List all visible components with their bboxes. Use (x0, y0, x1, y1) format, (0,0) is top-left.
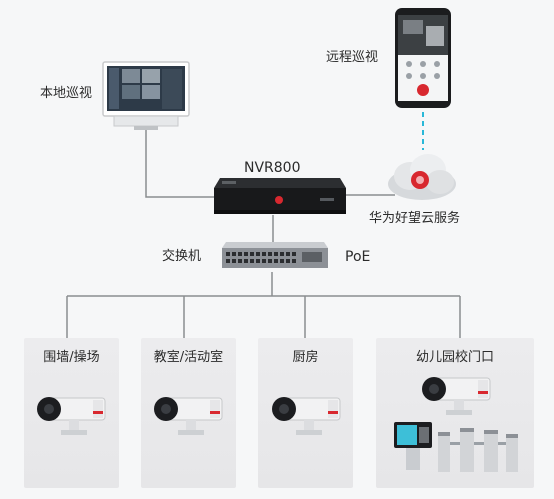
nvr-label: NVR800 (244, 160, 301, 176)
zone-title: 厨房 (292, 350, 319, 365)
zone-title: 教室/活动室 (153, 350, 224, 365)
cloud-label: 华为好望云服务 (369, 211, 461, 226)
bullet-camera-icon (154, 397, 223, 435)
access-gate-icon (394, 422, 518, 472)
smartphone-icon (395, 8, 451, 108)
bullet-camera-icon (272, 397, 341, 435)
local-patrol-label: 本地巡视 (40, 86, 93, 101)
remote-patrol-label: 远程巡视 (326, 50, 379, 65)
desktop-monitor-icon (102, 61, 190, 130)
zone-title: 幼儿园校门口 (415, 350, 494, 365)
switch-label: 交换机 (162, 249, 202, 264)
poe-label: PoE (345, 249, 371, 265)
zone-title: 围墙/操场 (43, 350, 100, 365)
network-switch-icon (222, 242, 328, 268)
cloud-service-icon (388, 154, 456, 200)
nvr-recorder-icon (214, 178, 346, 214)
bullet-camera-icon (422, 377, 491, 415)
bullet-camera-icon (37, 397, 106, 435)
monitor-nvr-line (145, 130, 214, 198)
